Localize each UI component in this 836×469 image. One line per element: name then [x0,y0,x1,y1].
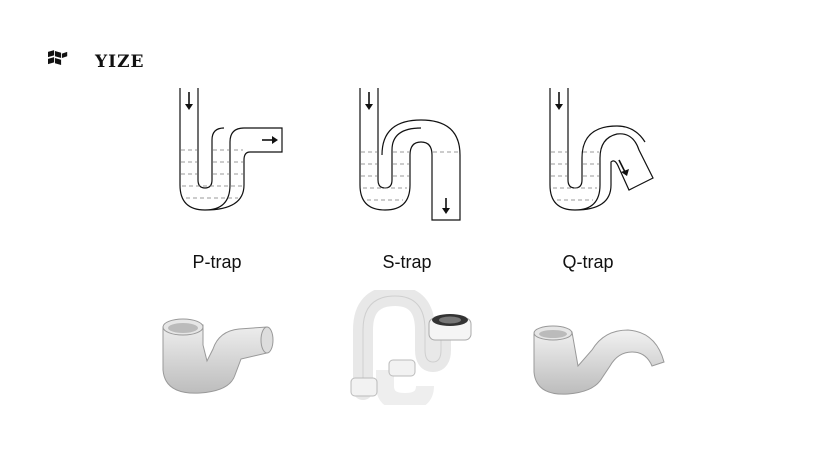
flow-arrow-icon [555,92,629,176]
q-trap-diagram [549,88,654,211]
p-trap-photo [162,318,274,394]
brand-name: YIZE [95,52,145,72]
logo-icon [48,50,68,65]
p-trap-label: P-trap [192,252,242,272]
s-trap-photo [350,290,472,405]
p-trap-diagram [179,88,283,211]
q-trap-photo [533,325,665,395]
s-trap-label: S-trap [382,252,432,272]
flow-arrow-icon [185,92,278,144]
q-trap-label: Q-trap [562,252,614,272]
s-trap-diagram [359,88,461,221]
flow-arrow-icon [365,92,450,214]
